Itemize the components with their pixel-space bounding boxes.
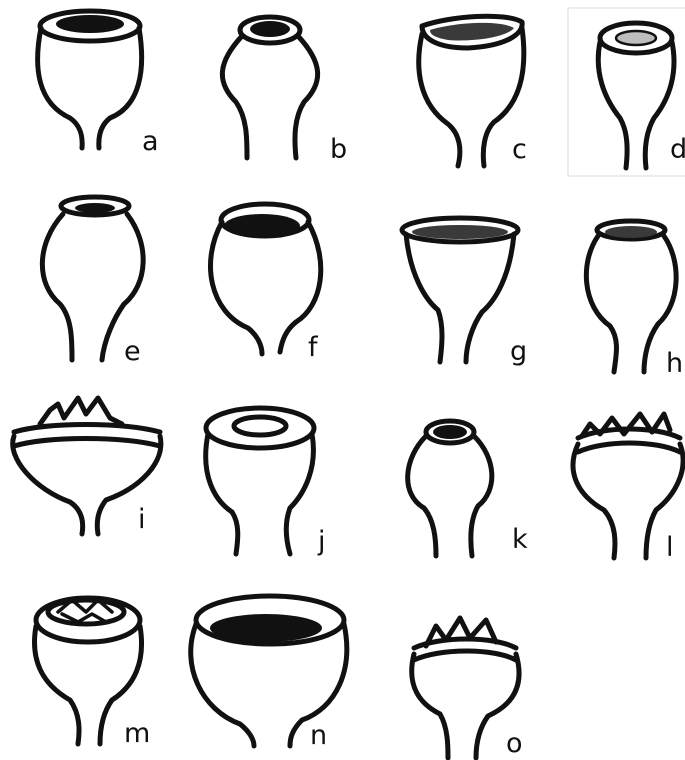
shape-b — [222, 17, 317, 158]
label-c: c — [512, 134, 527, 165]
label-n: n — [310, 720, 327, 751]
shape-a — [38, 11, 142, 148]
label-g: g — [510, 336, 527, 367]
label-l: l — [666, 532, 674, 563]
label-b: b — [330, 134, 347, 165]
shape-c — [419, 16, 524, 166]
label-h: h — [666, 348, 683, 379]
label-o: o — [506, 728, 523, 759]
label-d: d — [670, 134, 685, 165]
shape-j — [206, 408, 314, 554]
label-a: a — [142, 126, 159, 157]
label-j: j — [317, 526, 326, 557]
label-e: e — [124, 336, 141, 367]
shape-h — [586, 221, 676, 372]
label-k: k — [512, 524, 528, 555]
label-m: m — [124, 718, 150, 749]
label-i: i — [138, 504, 146, 535]
shape-f — [210, 204, 320, 354]
shape-o — [412, 618, 519, 758]
shape-g — [402, 218, 518, 362]
label-f: f — [308, 332, 319, 363]
shape-k — [408, 421, 492, 556]
shape-d — [598, 23, 674, 168]
